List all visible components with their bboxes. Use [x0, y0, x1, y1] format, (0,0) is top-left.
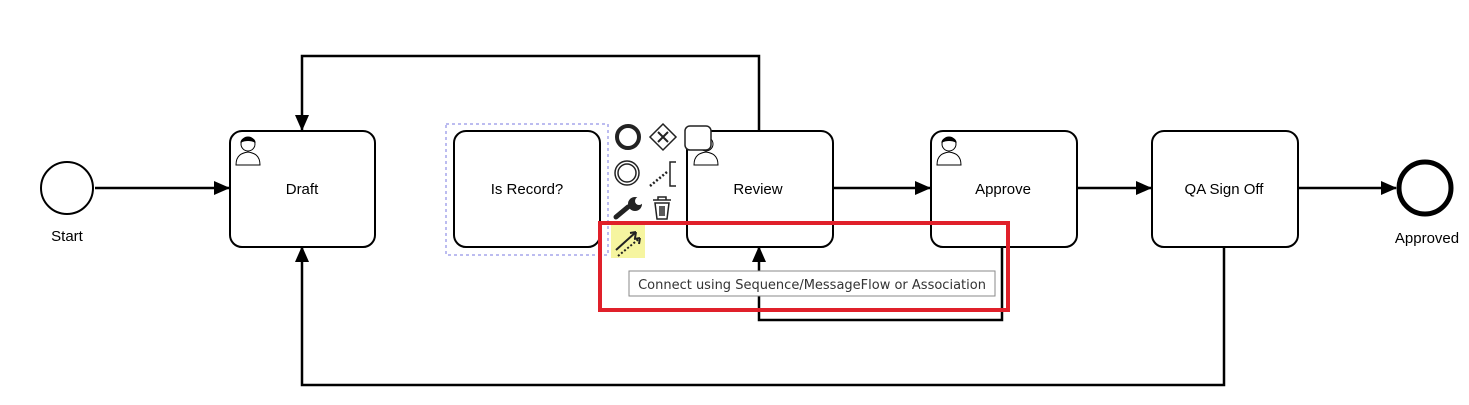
task-qa-sign-off[interactable]: QA Sign Off	[1151, 130, 1299, 248]
user-icon	[936, 136, 962, 166]
task-approve-label: Approve	[975, 181, 1031, 198]
task-approve[interactable]: Approve	[930, 130, 1078, 248]
highlight-box	[598, 221, 1010, 312]
flow-review-to-draft-top[interactable]	[295, 54, 761, 131]
selection-outline	[445, 123, 609, 256]
context-pad	[611, 122, 712, 258]
task-draft[interactable]: Draft	[229, 130, 376, 248]
end-event-icon[interactable]	[612, 124, 642, 152]
text-annotation-icon[interactable]	[649, 161, 676, 187]
start-event[interactable]: Start	[40, 161, 94, 245]
task-qa-sign-off-label: QA Sign Off	[1185, 181, 1265, 198]
wrench-icon[interactable]	[613, 197, 643, 220]
tooltip: Connect using Sequence/MessageFlow or As…	[628, 270, 996, 297]
trash-icon[interactable]	[653, 196, 671, 220]
sequence-flows	[95, 54, 1397, 387]
task-is-record[interactable]: Is Record?	[453, 130, 601, 248]
connect-icon[interactable]	[611, 224, 645, 258]
task-icon[interactable]	[684, 125, 712, 151]
start-event-label: Start	[51, 228, 84, 245]
task-review-label: Review	[733, 181, 782, 198]
task-is-record-label: Is Record?	[491, 181, 564, 198]
flow-qa-to-draft-bottom[interactable]	[295, 246, 1226, 387]
end-event[interactable]: Approved	[1395, 159, 1459, 247]
task-draft-label: Draft	[286, 181, 319, 198]
gateway-icon[interactable]	[648, 122, 678, 152]
end-event-label: Approved	[1395, 230, 1459, 247]
tooltip-text: Connect using Sequence/MessageFlow or As…	[638, 278, 986, 293]
intermediate-event-icon[interactable]	[614, 160, 640, 186]
user-icon	[235, 136, 261, 166]
task-review[interactable]: Review	[686, 130, 834, 248]
